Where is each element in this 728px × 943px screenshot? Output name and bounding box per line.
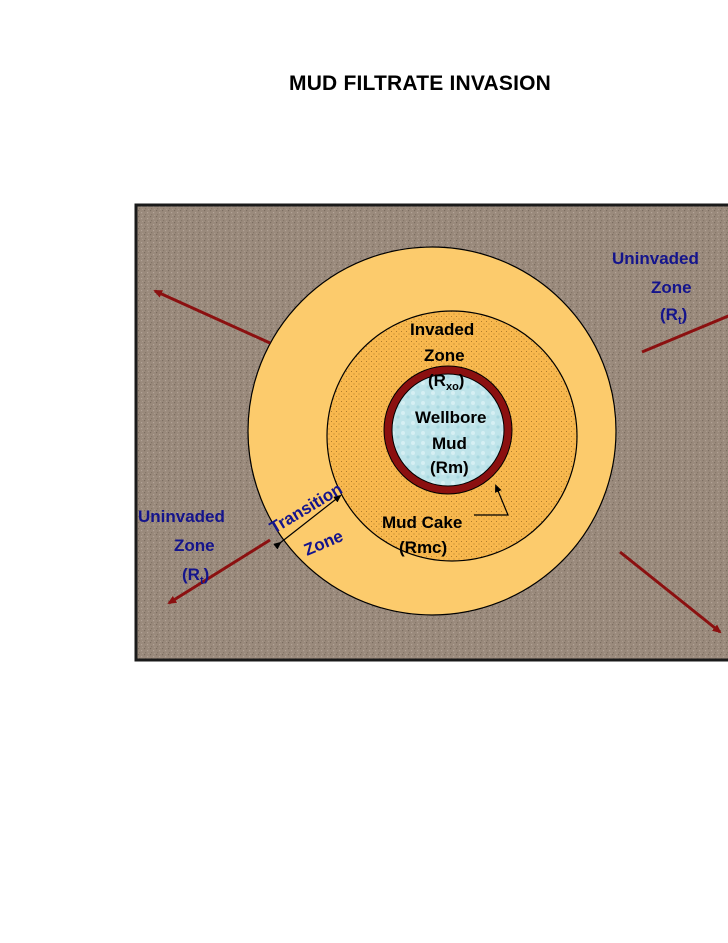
- mud-cake-line2: (Rmc): [399, 538, 447, 557]
- invaded-line2: Zone: [424, 346, 465, 365]
- mud-cake-line1: Mud Cake: [382, 513, 462, 532]
- wellbore-line1: Wellbore: [415, 408, 486, 427]
- arrow-top-right: [641, 314, 728, 354]
- uninvaded-left-line2: Zone: [174, 536, 215, 555]
- transition-width-arrow: [273, 494, 342, 550]
- uninvaded-right-line1: Uninvaded: [612, 249, 699, 268]
- invaded-r: (Rxo): [428, 371, 464, 393]
- uninvaded-left-line1: Uninvaded: [138, 507, 225, 526]
- arrow-bottom-right: [619, 550, 722, 634]
- uninvaded-left-r: (Rt): [182, 565, 209, 587]
- arrow-bottom-left: [167, 538, 271, 605]
- wellbore: [391, 373, 505, 487]
- uninvaded-right-r: (Rt): [660, 305, 687, 327]
- uninvaded-right-line2: Zone: [651, 278, 692, 297]
- page-title: MUD FILTRATE INVASION: [289, 72, 552, 95]
- arrow-top-left: [153, 289, 271, 345]
- mud-cake-pointer: [474, 484, 509, 516]
- wellbore-line3: (Rm): [430, 458, 469, 477]
- wellbore-line2: Mud: [432, 434, 467, 453]
- invaded-line1: Invaded: [410, 320, 474, 339]
